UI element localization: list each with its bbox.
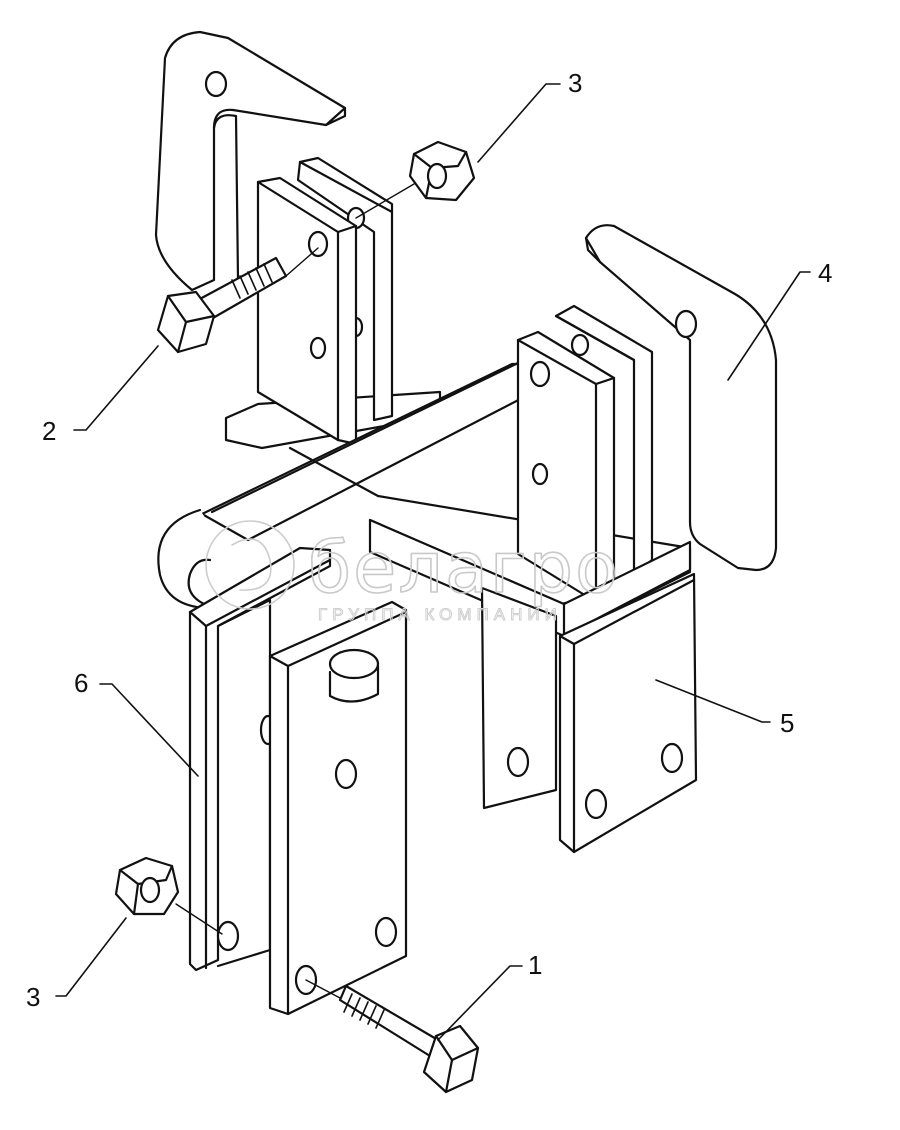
callout-6: 6: [74, 668, 88, 698]
hook-hole: [674, 309, 698, 339]
stud-head: [328, 648, 380, 680]
callout-1: 1: [528, 950, 542, 980]
leader-3-top: [477, 83, 561, 163]
leader-2: [73, 345, 159, 431]
bottom-right-bracket: [480, 572, 698, 854]
nut-bottom: [114, 856, 223, 935]
bolt-bottom: [305, 979, 480, 1094]
top-hook-plate: [154, 30, 347, 292]
watermark: белагро ГРУППА КОМПАНИИ: [205, 520, 620, 625]
hook-hole: [204, 70, 228, 98]
plate-hole: [307, 230, 329, 258]
callout-4: 4: [818, 258, 832, 288]
bracket-hole: [660, 742, 684, 774]
plate-hole: [531, 462, 549, 486]
nut-top: [355, 140, 476, 219]
top-front-plate: [256, 176, 358, 446]
plate-hole: [374, 916, 398, 948]
plate-hole: [309, 336, 327, 360]
callout-3-top: 3: [568, 68, 582, 98]
leader-4: [727, 271, 811, 381]
leader-1: [437, 965, 523, 1041]
plate-hole: [529, 360, 551, 388]
bolt-top: [156, 247, 319, 354]
callout-3-bottom: 3: [26, 982, 40, 1012]
leader-6: [99, 683, 199, 777]
watermark-brand: белагро: [308, 527, 620, 609]
plate-hole: [334, 758, 358, 790]
right-flange: [368, 518, 692, 638]
watermark-tagline: ГРУППА КОМПАНИИ: [318, 605, 562, 624]
right-hook-plate: [584, 224, 778, 572]
bracket-hole: [584, 788, 608, 820]
callout-2: 2: [42, 416, 56, 446]
callout-5: 5: [780, 708, 794, 738]
watermark-logo-ring: [205, 520, 295, 610]
leader-3-bottom: [55, 917, 127, 997]
bottom-front-plate: [268, 600, 408, 1016]
leader-lines: [55, 83, 811, 1041]
leader-5: [655, 679, 771, 723]
